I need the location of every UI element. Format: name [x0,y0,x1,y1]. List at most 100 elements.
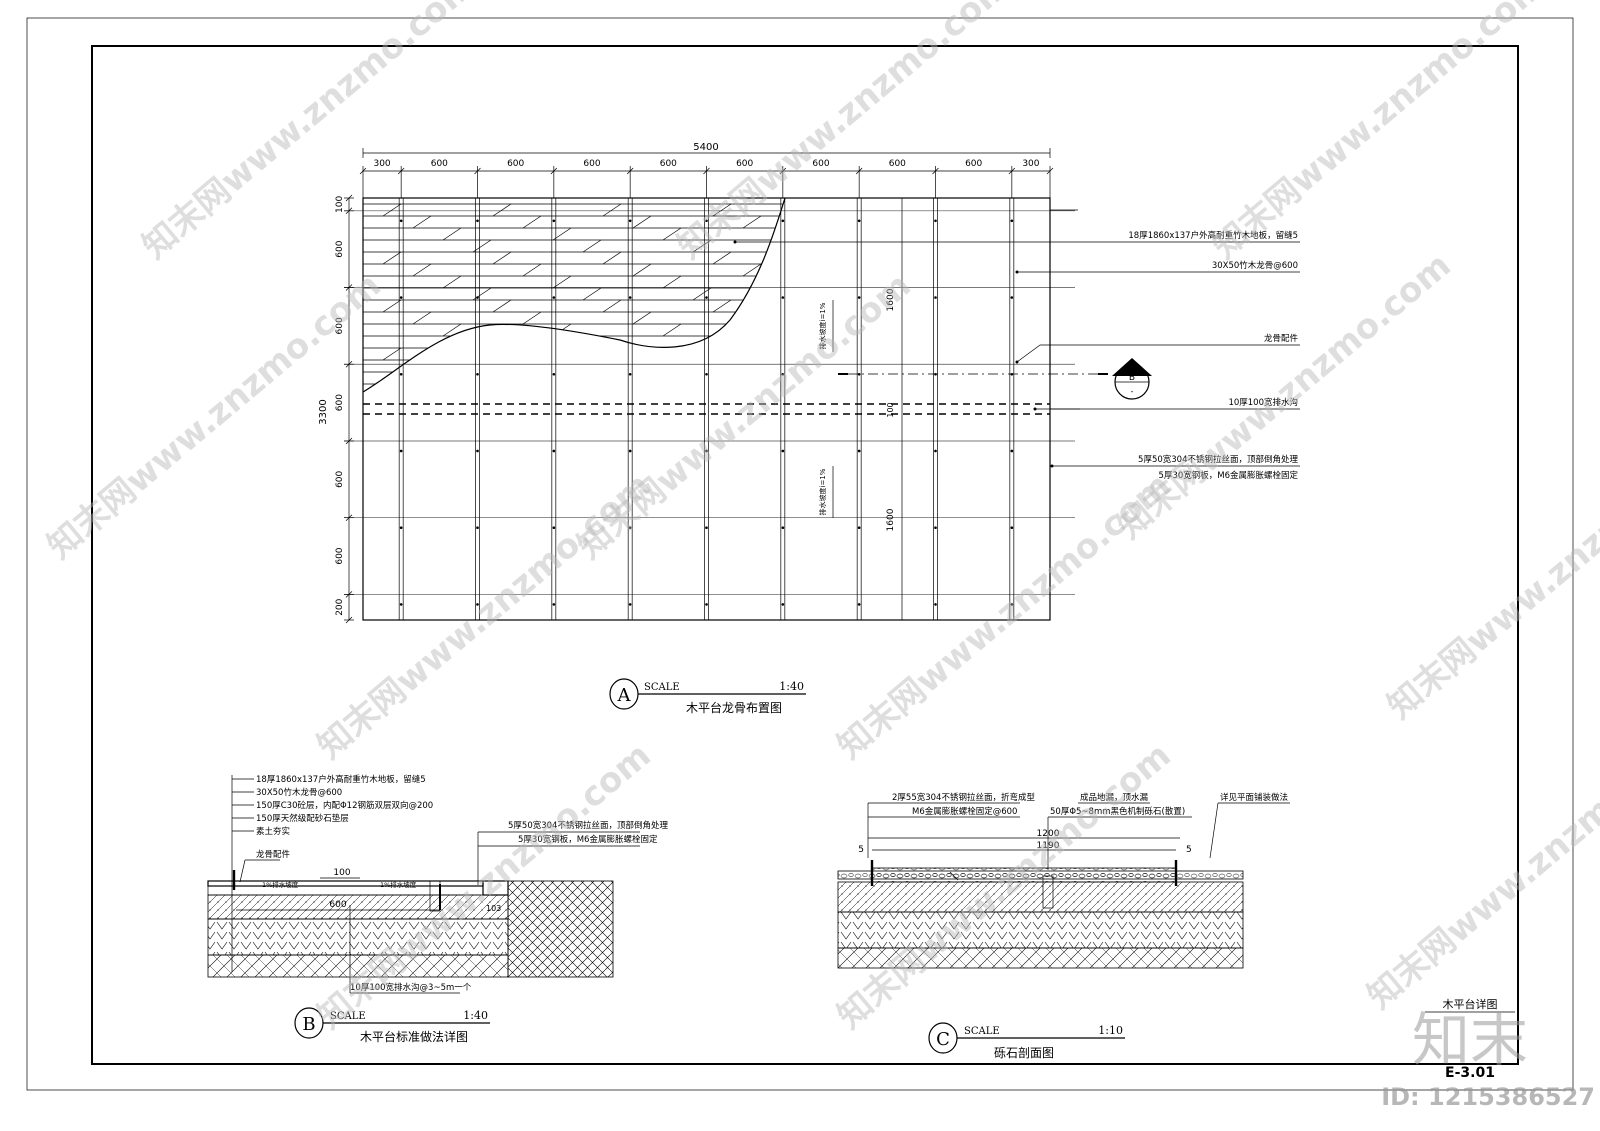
b-layer-3: 150厚C30砼层，内配Φ12钢筋双层双向@200 [256,800,433,811]
label-b: B SCALE 1:40 木平台标准做法详图 [294,1007,490,1044]
watermark-text-1: 知末网www.znzmo.com [670,0,1019,267]
dim-top-5: 600 [736,159,753,169]
callout-decking: 18厚1860x137户外高耐重竹木地板，留缝5 [1128,230,1298,241]
dim-inner-top: 1600 [886,288,896,311]
b-keel-layer [207,885,484,896]
label-c-scale: 1:10 [1098,1024,1123,1037]
slope-label-lower: 排水坡度i=1% [818,468,827,515]
b-deck-board [207,880,484,887]
b-slope-left: 1%排水坡度 [262,880,299,889]
watermark-text-7: 知末网www.znzmo.com [830,465,1179,767]
deck-outline [362,197,1051,621]
b-dim-600: 600 [329,900,346,910]
dim-top-3: 600 [583,159,600,169]
c-dim-1200: 1200 [1037,829,1060,839]
watermark-text-6: 知末网www.znzmo.com [310,465,659,767]
c-note-bolt: M6金属膨胀螺栓固定@600 [912,806,1017,817]
label-a-scale-word: SCALE [644,682,680,693]
sheet-title: 木平台详图 [1443,997,1498,1011]
dim-total-text: 5400 [693,142,718,153]
b-drain-note: 10厚100宽排水沟@3~5m一个 [350,982,472,993]
dim-left-4: 600 [335,470,345,487]
b-keel-part: 龙骨配件 [256,849,291,860]
section-marker-letter: B [1129,373,1135,383]
b-edge-channel [482,880,509,896]
b-layer-4: 150厚天然级配砂石垫层 [256,813,349,824]
dim-top-2: 600 [507,159,524,169]
dim-top-1: 600 [431,159,448,169]
b-dim-100: 100 [333,868,350,878]
b-dim-103: 103 [486,904,501,913]
callout-drain: 10厚100宽排水沟 [1228,397,1298,408]
detail-c-gravel-section: 2厚55宽304不锈钢拉丝面，折弯成型 M6金属膨胀螺栓固定@600 成品地漏，… [837,792,1290,1060]
dim-top-8: 600 [965,159,982,169]
label-b-letter: B [302,1014,315,1035]
b-layer-5: 素土夯实 [256,826,290,837]
c-gravel-base [837,911,1244,949]
label-a-scale: 1:40 [779,680,804,693]
watermark-text-11: 知末网www.znzmo.com [1360,715,1600,1017]
watermark-text-8: 知末网www.znzmo.com [1380,425,1600,727]
svg-text:-: - [1131,387,1134,396]
dim-left-5: 600 [335,547,345,564]
label-c-scale-word: SCALE [964,1026,1000,1037]
label-b-title: 木平台标准做法详图 [360,1029,468,1044]
c-floor-drain [1042,875,1054,909]
c-note-gravel: 50厚Φ5~8mm黑色机制砾石(散置) [1050,806,1185,817]
label-a-title: 木平台龙骨布置图 [686,700,782,715]
dim-left-0: 100 [335,196,345,213]
dim-left-2: 600 [335,317,345,334]
label-a-letter: A [617,685,632,706]
c-dim-1190: 1190 [1037,841,1060,851]
b-adjacent-paving [507,880,614,978]
label-b-scale-word: SCALE [330,1011,366,1022]
b-right-note-1: 5厚50宽304不锈钢拉丝面，顶部倒角处理 [508,820,668,831]
dim-top-9: 300 [1022,159,1039,169]
b-layer-1: 18厚1860x137户外高耐重竹木地板，留缝5 [256,774,426,785]
dim-left-1: 600 [335,240,345,257]
inner-frame [91,45,1519,1065]
label-c-title: 砾石剖面图 [994,1046,1054,1060]
dim-chain-left: 100 600 600 600 600 600 200 [335,194,354,624]
c-dim-5-left: 5 [858,845,864,855]
detail-b-standard-section: 18厚1860x137户外高耐重竹木地板，留缝5 30X50竹木龙骨@600 1… [207,774,668,1044]
c-concrete-layer [837,881,1244,913]
callout-keel: 30X50竹木龙骨@600 [1212,260,1298,271]
c-note-finished: 成品地漏，顶水漏 [1080,792,1149,803]
c-soil-layer [837,947,1244,969]
watermark-logo: 知末 [1412,1006,1528,1074]
dim-left-3: 600 [335,394,345,411]
dim-top-4: 600 [660,159,677,169]
callout-steel-plate: 5厚30宽钢板，M6金属膨胀螺栓固定 [1159,470,1299,481]
callout-leaders [733,240,1300,468]
break-line-curve [362,197,786,393]
dim-top-6: 600 [812,159,829,169]
callout-steel-strip: 5厚50宽304不锈钢拉丝面，顶部倒角处理 [1138,454,1298,465]
outer-frame [26,17,1574,1091]
watermark-text-2: 知末网www.znzmo.com [1205,0,1554,267]
dim-left-total-text: 3300 [318,399,329,424]
dim-inner-mid: 100 [886,402,895,417]
keel-joists [362,176,1051,620]
watermark-id: ID: 1215386527 [1381,1083,1595,1111]
slope-label-upper: 排水坡度i=1% [818,302,827,349]
b-layer-2: 30X50竹木龙骨@600 [256,787,342,798]
dim-left-6: 200 [335,598,345,615]
b-gravel-layer [207,918,509,956]
label-c: C SCALE 1:10 砾石剖面图 [928,1022,1125,1060]
c-note-paving: 详见平面铺装做法 [1220,792,1288,803]
callout-keel-part: 龙骨配件 [1264,333,1299,344]
label-c-letter: C [936,1029,950,1050]
dim-top-0: 300 [373,159,390,169]
c-dim-5-right: 5 [1186,845,1192,855]
c-note-plate: 2厚55宽304不锈钢拉丝面，折弯成型 [892,792,1035,803]
section-marker-b: B - [1112,358,1152,400]
dim-top-7: 600 [889,159,906,169]
dim-inner-bottom: 1600 [886,508,896,531]
dim-chain-top: 300 600 600 600 600 600 600 600 600 300 [359,159,1054,176]
watermark-text-0: 知末网www.znzmo.com [135,0,484,267]
sheet-number: E-3.01 [1445,1065,1495,1081]
b-right-note-2: 5厚30宽钢板，M6金属膨胀螺栓固定 [518,834,658,845]
label-a: A SCALE 1:40 木平台龙骨布置图 [609,678,806,715]
